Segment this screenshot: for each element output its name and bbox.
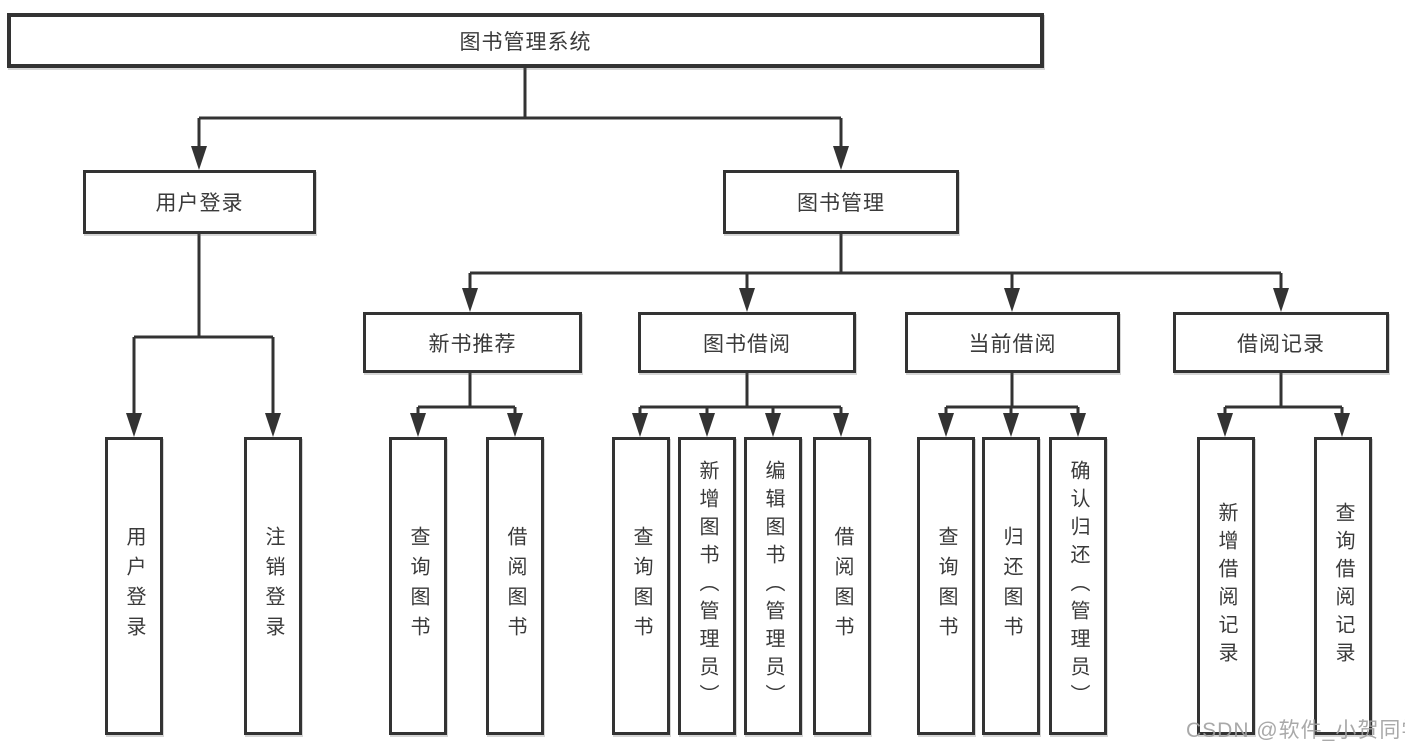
node-borrow-records: 借阅记录	[1173, 312, 1389, 373]
leaf-borrow-books: 借阅图书	[813, 437, 871, 735]
node-current-borrow: 当前借阅	[905, 312, 1120, 373]
connector-currentborrow-children	[944, 373, 1080, 416]
leaf-confirm-return-admin: 确认归还（管理员）	[1049, 437, 1107, 735]
connector-root-to-level2	[197, 68, 843, 150]
leaf-query-books-current: 查询图书	[917, 437, 975, 735]
leaf-add-borrow-record: 新增借阅记录	[1197, 437, 1255, 735]
leaf-add-books-admin: 新增图书（管理员）	[678, 437, 736, 735]
node-user-login-branch: 用户登录	[83, 170, 316, 234]
leaf-query-books-recommend: 查询图书	[389, 437, 447, 735]
leaf-borrow-books-recommend: 借阅图书	[486, 437, 544, 735]
leaf-logout: 注销登录	[244, 437, 302, 735]
leaf-edit-books-admin: 编辑图书（管理员）	[744, 437, 802, 735]
connector-userlogin-children	[132, 234, 275, 416]
connector-bookmgmt-to-level3	[468, 234, 1283, 292]
leaf-return-books: 归还图书	[982, 437, 1040, 735]
csdn-watermark: CSDN @软件_小贺同学	[1186, 719, 1405, 742]
node-new-book-recommend: 新书推荐	[363, 312, 582, 373]
connector-newbook-children	[416, 373, 517, 416]
node-book-borrow: 图书借阅	[638, 312, 856, 373]
node-library-system: 图书管理系统	[7, 13, 1044, 68]
leaf-query-borrow-record: 查询借阅记录	[1314, 437, 1372, 735]
arrowheads	[126, 146, 1350, 437]
leaf-user-login: 用户登录	[105, 437, 163, 735]
leaf-query-books-borrow: 查询图书	[612, 437, 670, 735]
connector-bookborrow-children	[638, 373, 843, 416]
connector-borrowrecords-children	[1223, 373, 1344, 416]
node-book-management: 图书管理	[723, 170, 959, 234]
